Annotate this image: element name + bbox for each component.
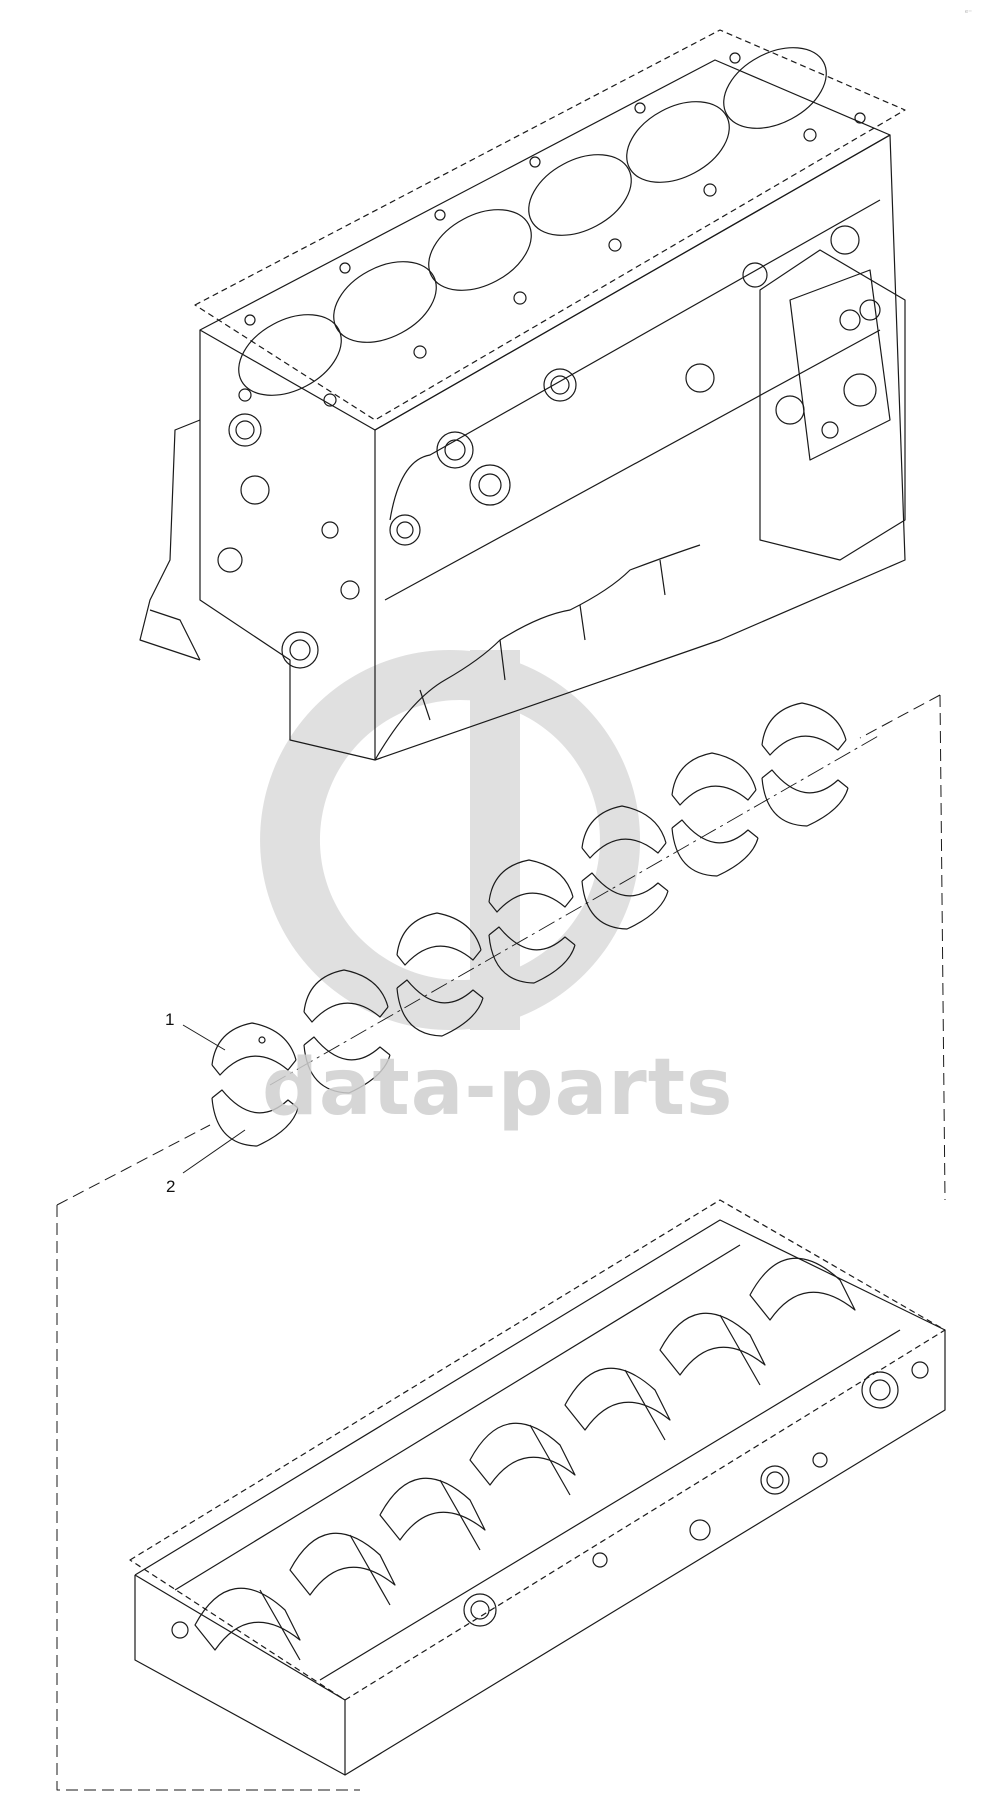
- callout-leader-2: [182, 1129, 246, 1174]
- explosion-boundary: [56, 694, 946, 1791]
- bearing-shell-pair-1: [211, 1022, 299, 1147]
- bearing-shell-pair-4: [488, 859, 576, 984]
- cylinder-bores: [238, 47, 827, 396]
- bearing-shell-pair-2: [303, 969, 391, 1094]
- bearing-shell-pair-3: [396, 912, 484, 1037]
- bearing-shell-pair-6: [671, 752, 759, 877]
- callout-1: 1: [165, 1010, 175, 1029]
- cylinder-block: [139, 29, 906, 761]
- bearing-ladder-frame: [129, 1199, 946, 1776]
- main-bearing-shells: [211, 702, 881, 1147]
- bearing-shell-pair-7: [761, 702, 849, 827]
- callout-2: 2: [166, 1177, 176, 1196]
- corner-mark: ᵉ⁻: [965, 8, 973, 17]
- bearing-saddles: [194, 1257, 856, 1651]
- callout-leader-1: [182, 1024, 226, 1051]
- deck-bolt-holes: [238, 52, 866, 407]
- watermark-logo: [260, 650, 641, 1030]
- watermark-text: data-parts: [262, 1043, 734, 1133]
